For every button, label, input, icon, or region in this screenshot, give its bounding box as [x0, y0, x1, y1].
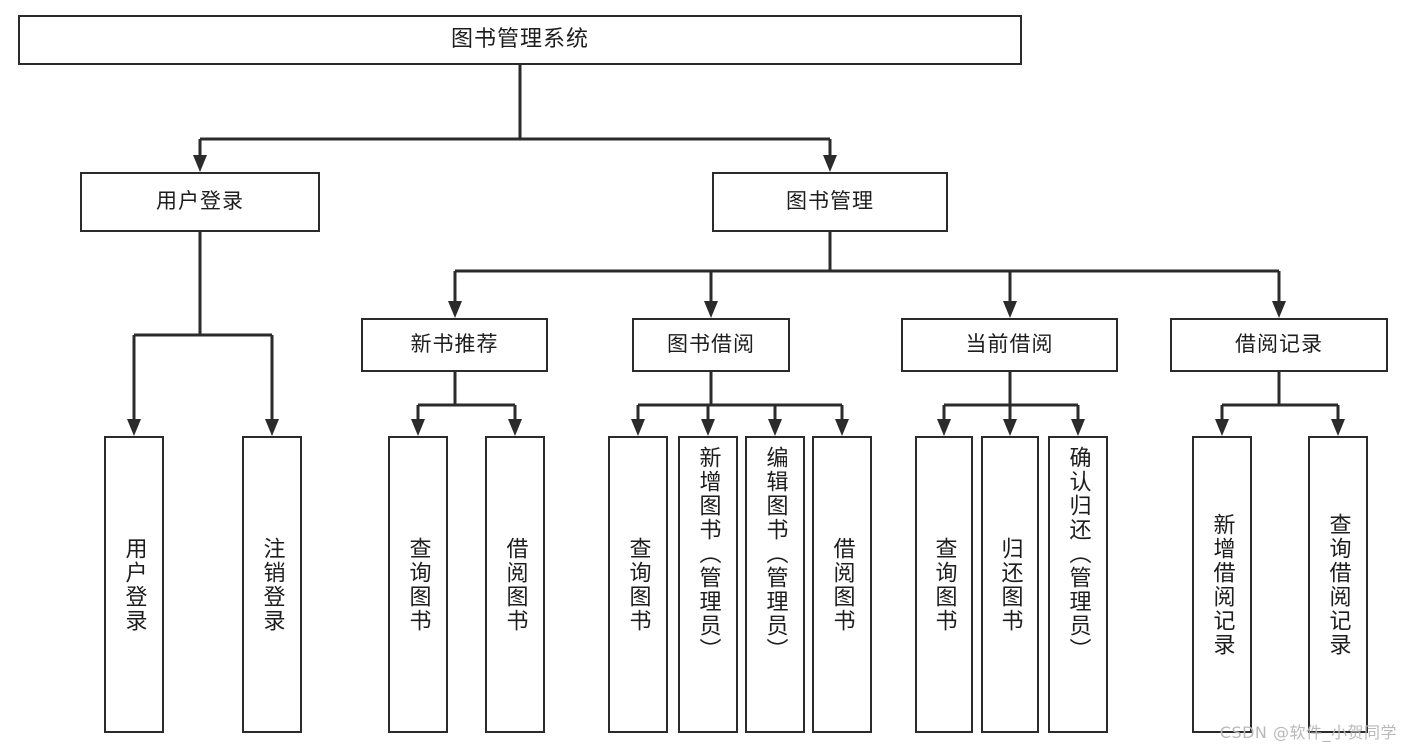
- node-level2-2-label: 图书管理: [786, 189, 874, 214]
- node-leaf-6[interactable]: 新增图书（管理员）: [678, 436, 738, 733]
- node-level2-1[interactable]: 用户登录: [80, 172, 320, 232]
- borrow_to_leaves-arrow-3: [768, 419, 782, 436]
- node-leaf-9[interactable]: 查询图书: [915, 436, 973, 733]
- node-leaf-3-label: 查询图书: [405, 536, 431, 633]
- node-leaf-4-label: 借阅图书: [502, 536, 528, 633]
- node-level3-4-label: 借阅记录: [1235, 332, 1323, 357]
- node-level3-1[interactable]: 新书推荐: [361, 318, 548, 372]
- node-level2-2[interactable]: 图书管理: [712, 172, 948, 232]
- node-leaf-9-label: 查询图书: [931, 536, 957, 633]
- node-leaf-10[interactable]: 归还图书: [981, 436, 1039, 733]
- current_to_leaves-arrow-3: [1071, 419, 1085, 436]
- node-leaf-8-label: 借阅图书: [829, 536, 855, 633]
- node-leaf-4[interactable]: 借阅图书: [485, 436, 545, 733]
- current_to_leaves-arrow-1: [937, 419, 951, 436]
- login_to_leaves-arrow-2: [265, 419, 279, 436]
- node-level3-1-label: 新书推荐: [410, 332, 499, 357]
- node-level3-2[interactable]: 图书借阅: [632, 318, 790, 372]
- root_to_level2-arrow-2: [823, 155, 837, 172]
- recommend_to_leaves-arrow-1: [411, 419, 425, 436]
- borrow_to_leaves-arrow-1: [631, 419, 645, 436]
- books_to_level3-arrow-2: [704, 301, 718, 318]
- node-leaf-11-label: 确认归还（管理员）: [1065, 446, 1091, 662]
- node-leaf-1-label: 用户登录: [121, 536, 147, 633]
- node-level3-4[interactable]: 借阅记录: [1170, 318, 1388, 372]
- record_to_leaves-arrow-2: [1331, 419, 1345, 436]
- node-leaf-12[interactable]: 新增借阅记录: [1192, 436, 1252, 733]
- node-leaf-8[interactable]: 借阅图书: [812, 436, 872, 733]
- books_to_level3-arrow-3: [1003, 301, 1017, 318]
- node-root-system[interactable]: 图书管理系统: [18, 15, 1022, 65]
- borrow_to_leaves-arrow-2: [701, 419, 715, 436]
- node-leaf-2-label: 注销登录: [259, 536, 285, 633]
- node-root-system-label: 图书管理系统: [450, 26, 589, 52]
- node-leaf-7-label: 编辑图书（管理员）: [762, 446, 788, 662]
- node-leaf-7[interactable]: 编辑图书（管理员）: [745, 436, 805, 733]
- login_to_leaves-arrow-1: [127, 419, 141, 436]
- node-level3-3[interactable]: 当前借阅: [901, 318, 1118, 372]
- current_to_leaves-arrow-2: [1003, 419, 1017, 436]
- node-leaf-12-label: 新增借阅记录: [1209, 512, 1235, 657]
- node-leaf-13-label: 查询借阅记录: [1325, 512, 1351, 657]
- node-leaf-3[interactable]: 查询图书: [388, 436, 448, 733]
- node-leaf-10-label: 归还图书: [997, 536, 1023, 633]
- node-leaf-13[interactable]: 查询借阅记录: [1308, 436, 1368, 733]
- node-level3-3-label: 当前借阅: [965, 332, 1054, 357]
- record_to_leaves-arrow-1: [1215, 419, 1229, 436]
- recommend_to_leaves-arrow-2: [508, 419, 522, 436]
- root_to_level2-arrow-1: [193, 155, 207, 172]
- node-leaf-11[interactable]: 确认归还（管理员）: [1048, 436, 1108, 733]
- csdn-watermark: CSDN @软件_小贺同学: [1219, 723, 1397, 742]
- node-level3-2-label: 图书借阅: [667, 332, 755, 357]
- node-leaf-5-label: 查询图书: [625, 536, 651, 633]
- node-leaf-1[interactable]: 用户登录: [104, 436, 164, 733]
- node-leaf-2[interactable]: 注销登录: [242, 436, 302, 733]
- node-level2-1-label: 用户登录: [156, 189, 244, 214]
- borrow_to_leaves-arrow-4: [835, 419, 849, 436]
- books_to_level3-arrow-1: [448, 301, 462, 318]
- node-leaf-5[interactable]: 查询图书: [608, 436, 668, 733]
- node-leaf-6-label: 新增图书（管理员）: [695, 446, 721, 662]
- books_to_level3-arrow-4: [1272, 301, 1286, 318]
